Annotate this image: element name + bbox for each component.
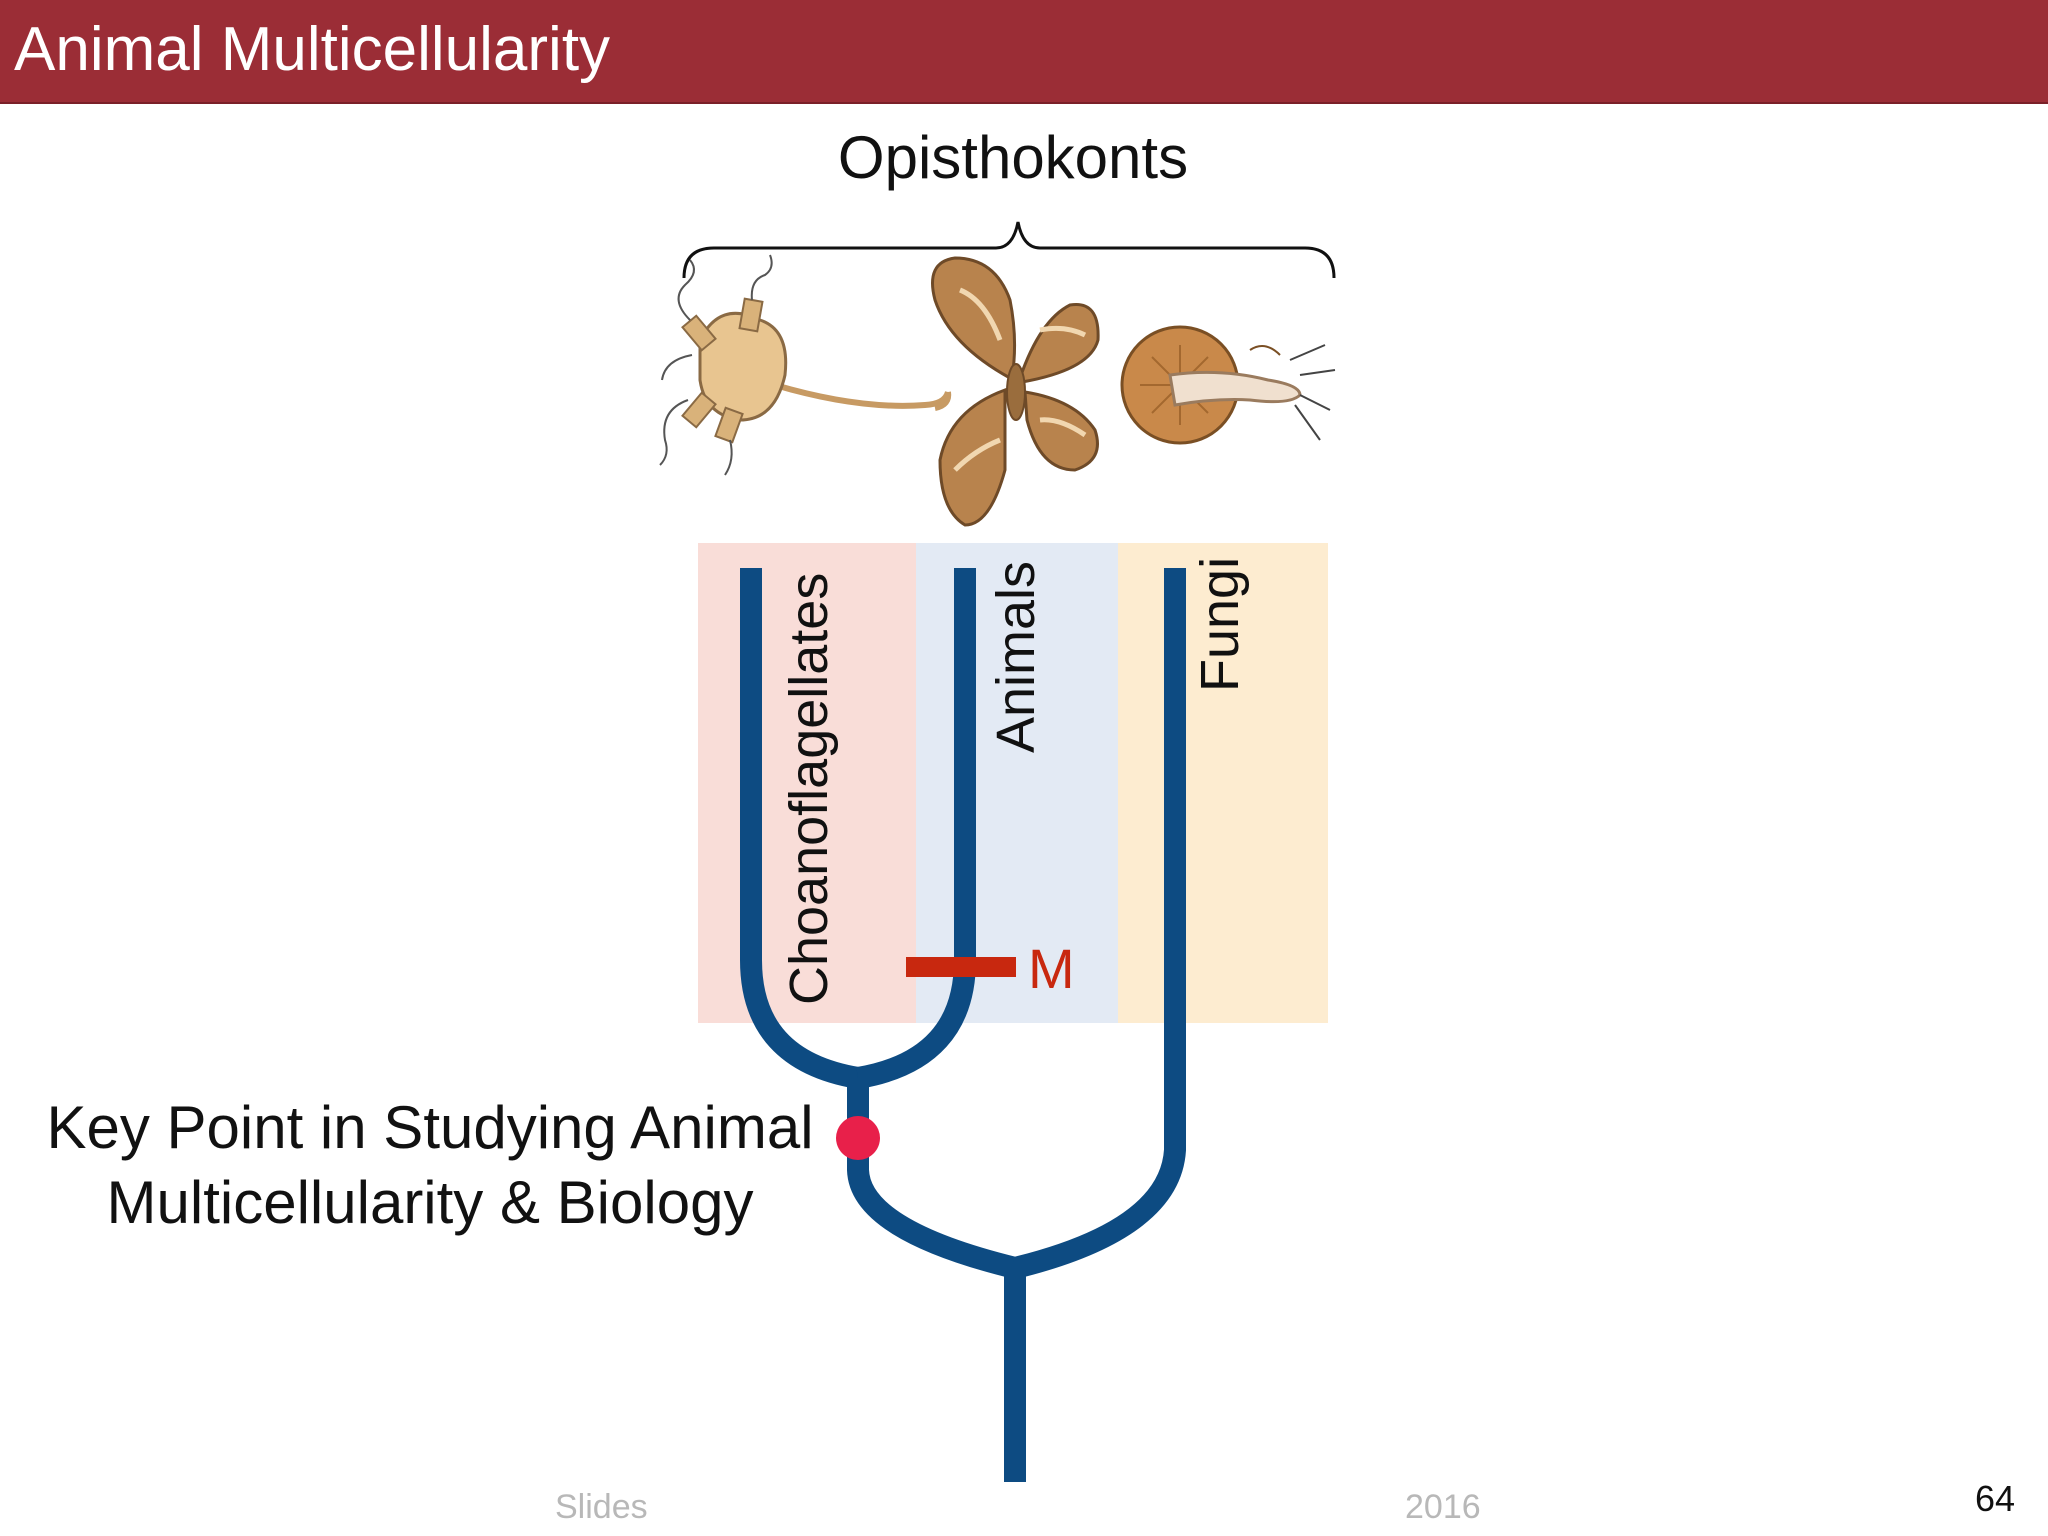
clade-label-choanoflagellates: Choanoflagellates xyxy=(779,573,839,1005)
mushroom-illustration xyxy=(1120,325,1336,445)
footer-left-text: Slides xyxy=(555,1488,648,1526)
animals-panel xyxy=(916,543,1118,1023)
key-point-line-2: Multicellularity & Biology xyxy=(106,1169,754,1236)
fungi-branch xyxy=(1012,568,1186,1279)
key-node xyxy=(836,1116,880,1160)
choanoflagellate-illustration xyxy=(659,254,952,476)
slide-number: 64 xyxy=(1975,1478,2016,1519)
footer-right-text: 2016 xyxy=(1405,1488,1481,1526)
clade-label-fungi: Fungi xyxy=(1190,557,1250,692)
opisthokont-brace xyxy=(682,221,1336,279)
multicellularity-marker xyxy=(906,957,1016,977)
choano-animal-stem xyxy=(847,1078,1018,1279)
title-bar: Animal Multicellularity xyxy=(0,0,2048,104)
key-point-callout: Key Point in Studying Animal Multicellul… xyxy=(10,1090,850,1240)
marker-label: M xyxy=(1028,937,1075,1000)
choanoflagellates-branch xyxy=(740,568,860,1089)
fungi-panel xyxy=(1118,543,1328,1023)
clade-label-animals: Animals xyxy=(986,561,1046,753)
key-point-line-1: Key Point in Studying Animal xyxy=(46,1094,814,1161)
group-label: Opisthokonts xyxy=(838,124,1188,191)
slide-title: Animal Multicellularity xyxy=(14,15,611,84)
choanoflagellates-panel xyxy=(698,543,916,1023)
moth-illustration xyxy=(931,256,1100,527)
